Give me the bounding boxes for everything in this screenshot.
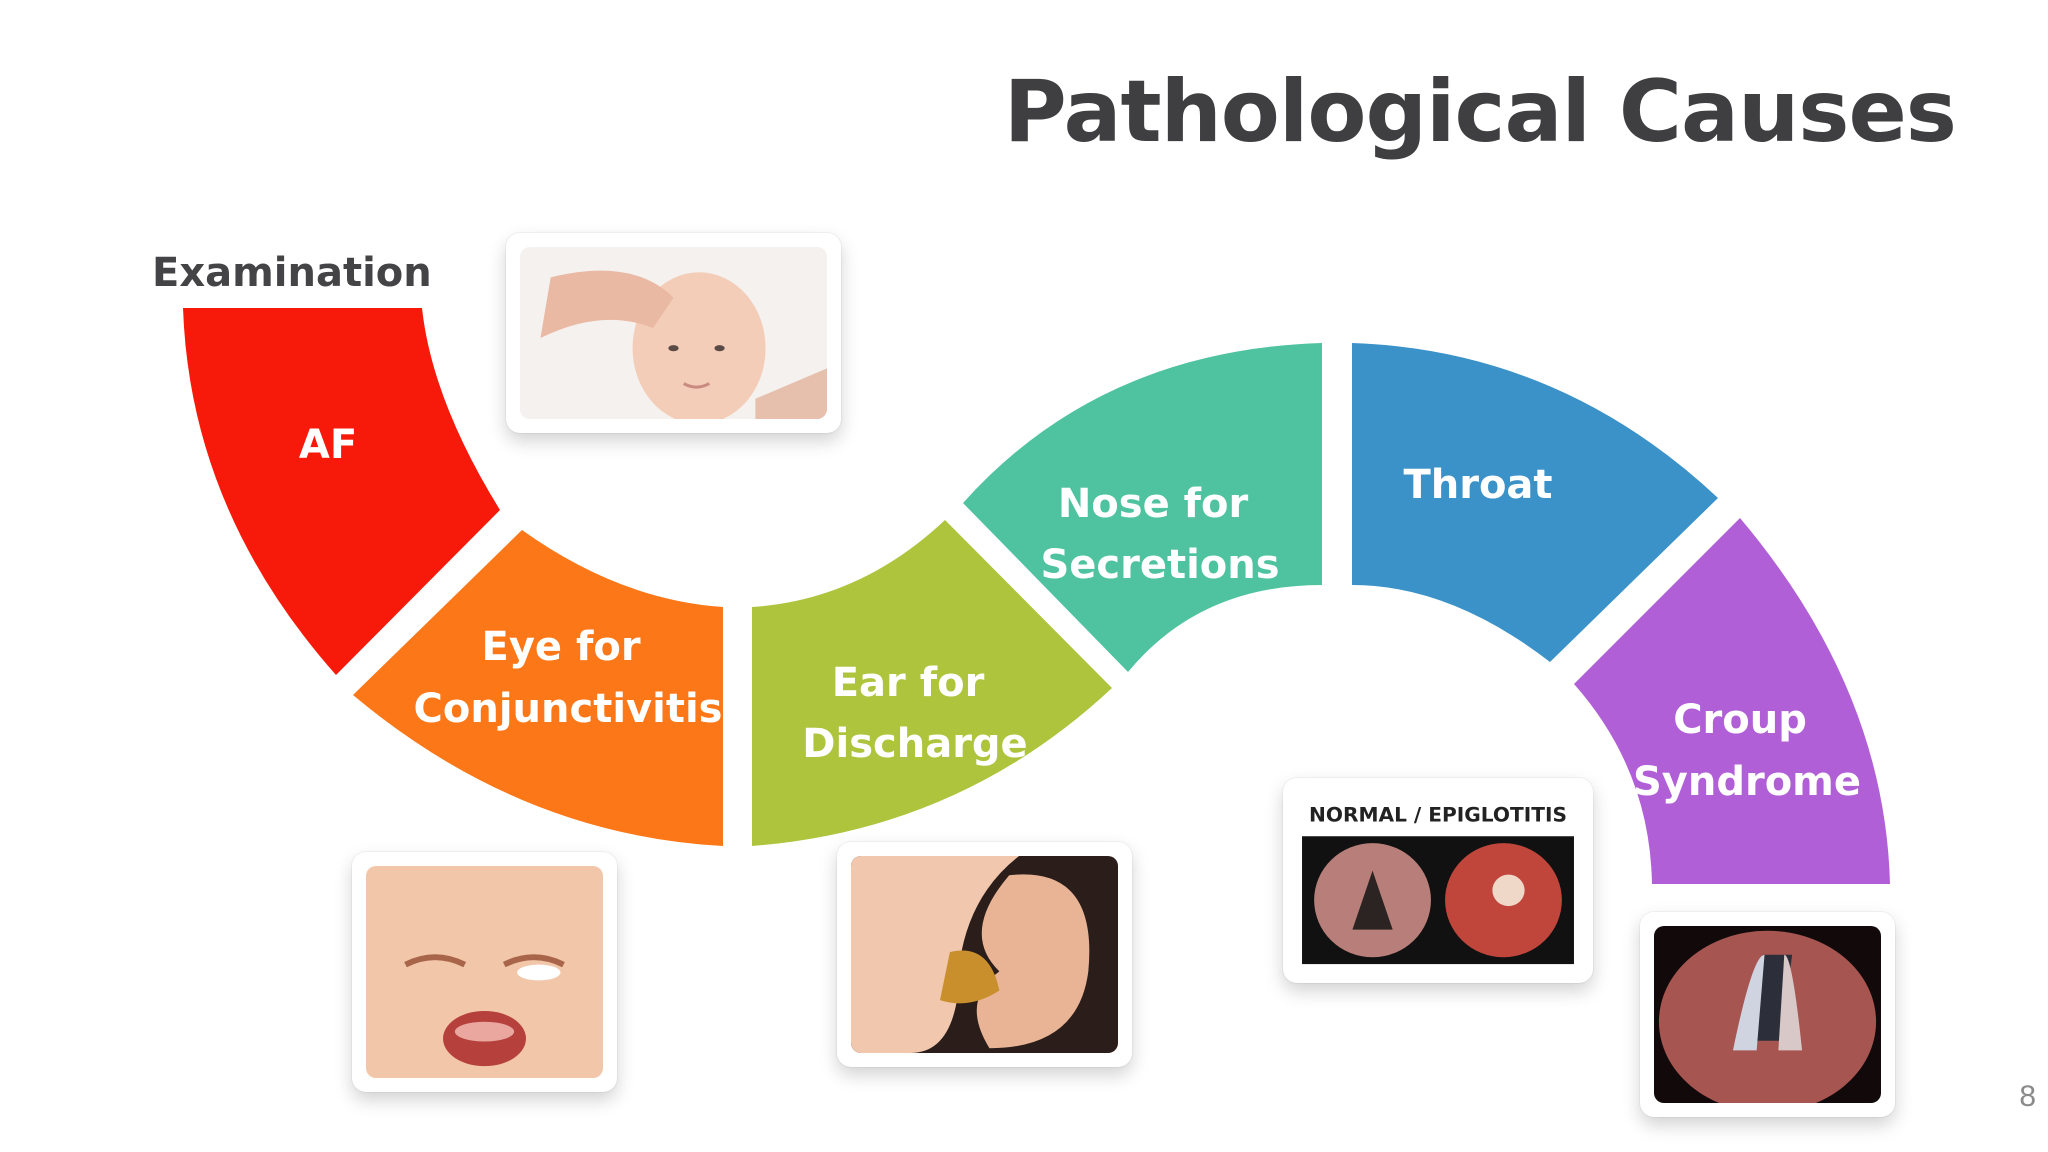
segment-nose bbox=[963, 343, 1322, 672]
segment-croup bbox=[1574, 518, 1890, 884]
segment-eye-label: Eye for Conjunctivitis bbox=[414, 624, 723, 732]
epiglottitis-caption: NORMAL / EPIGLOTITIS bbox=[1309, 804, 1567, 827]
segment-nose-label: Nose for Secretions bbox=[1040, 481, 1279, 588]
segment-throat bbox=[1352, 343, 1718, 662]
segment-ear-label: Ear for Discharge bbox=[802, 660, 1027, 767]
page-title: Pathological Causes bbox=[1003, 62, 1957, 162]
ear-discharge-photo bbox=[837, 842, 1132, 1067]
baby-head-exam-photo bbox=[506, 233, 841, 433]
segment-ear bbox=[752, 520, 1112, 846]
examination-label: Examination bbox=[152, 250, 432, 296]
page-number: 8 bbox=[2019, 1080, 2036, 1113]
segment-throat-label: Throat bbox=[1403, 462, 1552, 508]
segment-af bbox=[183, 308, 500, 675]
epiglottitis-photo: NORMAL / EPIGLOTITIS bbox=[1283, 778, 1593, 983]
croup-larynx-photo bbox=[1640, 912, 1895, 1117]
segment-croup-label: Croup Syndrome bbox=[1633, 697, 1861, 805]
segment-af-label: AF bbox=[299, 422, 357, 468]
crying-baby-eye-photo bbox=[352, 852, 617, 1092]
segment-eye bbox=[353, 530, 723, 846]
